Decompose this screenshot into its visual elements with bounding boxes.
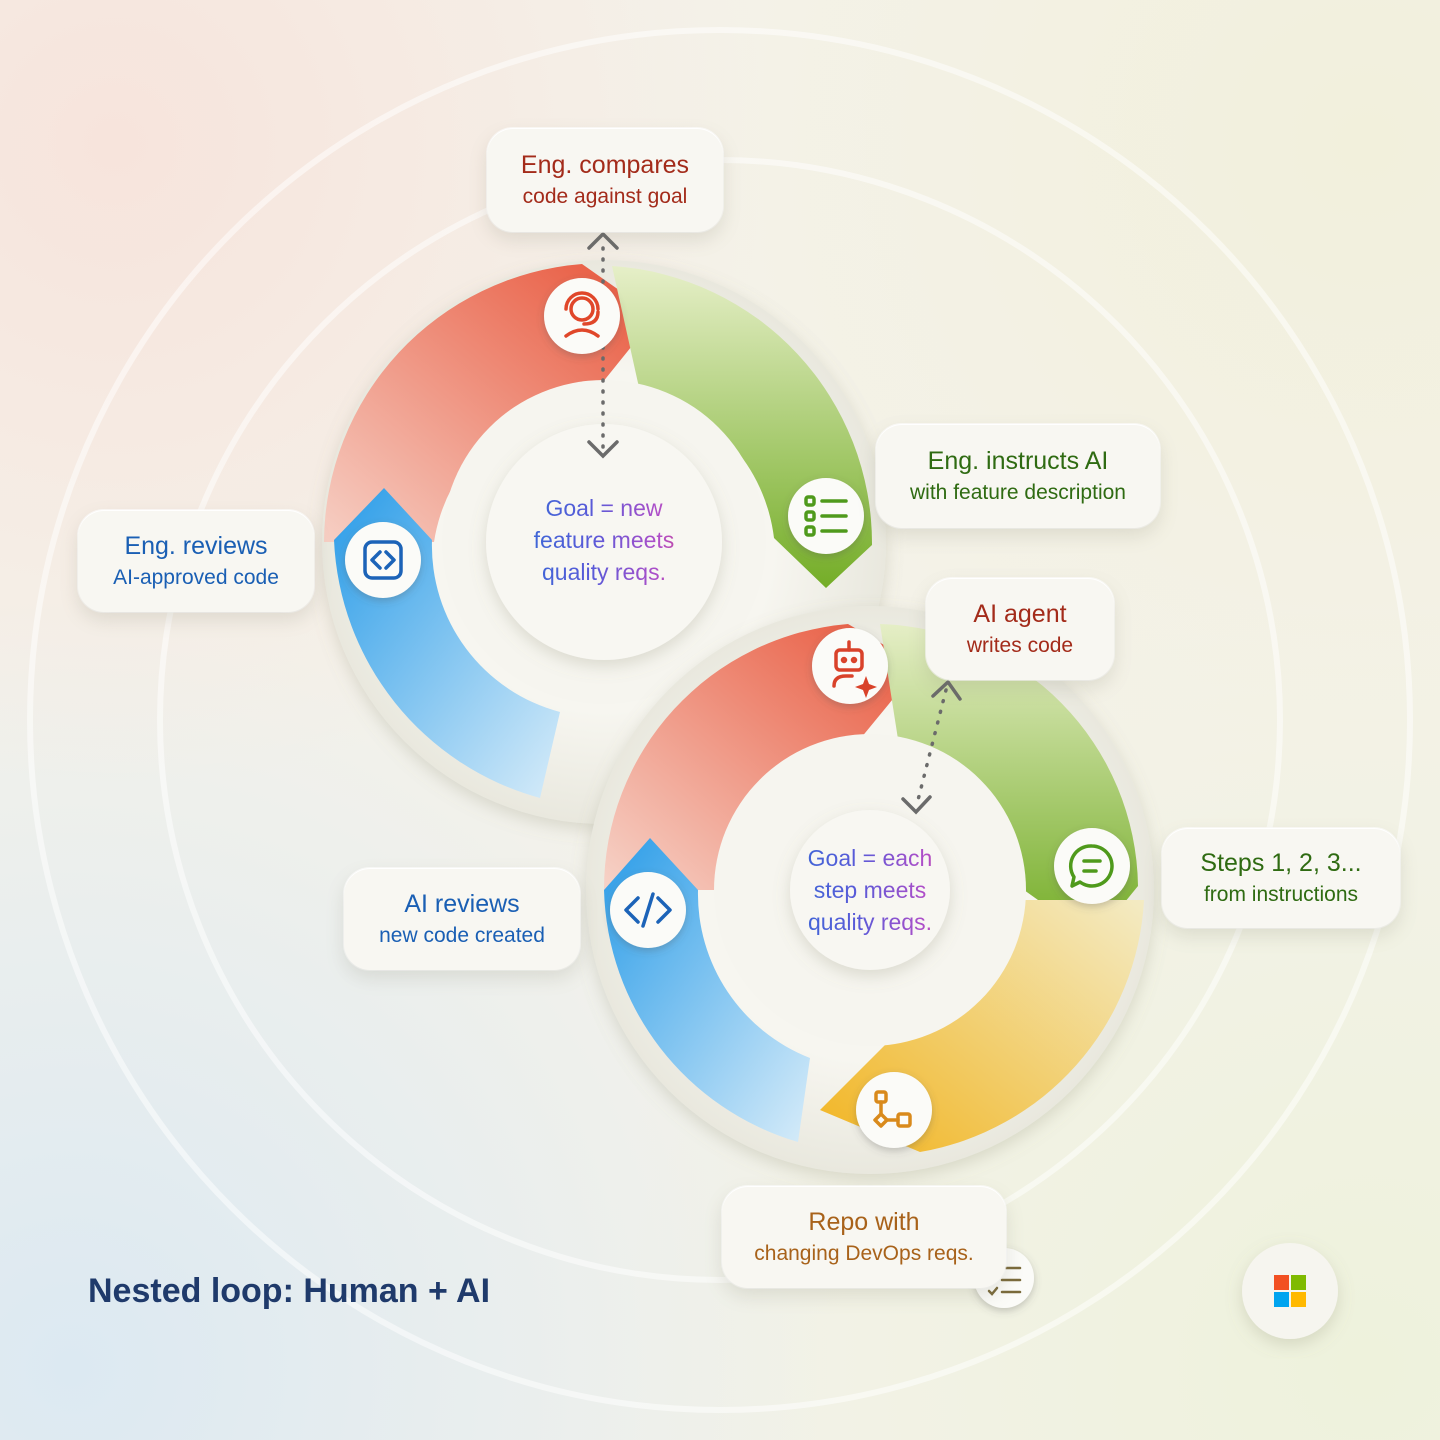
card-repo: Repo with changing DevOps reqs. [722, 1186, 1006, 1288]
inner-goal-line3: quality reqs. [807, 909, 932, 935]
outer-goal-text: Goal = new feature meets quality reqs. [494, 492, 714, 588]
code-box-icon [345, 522, 421, 598]
inner-dotted-arrow [901, 679, 962, 815]
card-ai-reviews: AI reviews new code created [344, 868, 580, 970]
card-eng-reviews: Eng. reviews AI-approved code [78, 510, 314, 612]
card-repo-line2: changing DevOps reqs. [754, 1241, 974, 1265]
outer-goal-line3: quality reqs. [541, 559, 666, 585]
card-steps: Steps 1, 2, 3... from instructions [1162, 828, 1400, 928]
inner-goal-line1: Goal = each [807, 845, 933, 871]
card-ai-reviews-line2: new code created [379, 923, 545, 947]
outer-goal-disc [486, 424, 722, 660]
robot-sparkle-icon [812, 628, 888, 704]
card-eng-reviews-line1: Eng. reviews [124, 531, 268, 560]
card-eng-reviews-line2: AI-approved code [113, 565, 279, 589]
card-ai-reviews-line1: AI reviews [404, 889, 520, 918]
outer-goal-line2: feature meets [533, 527, 675, 553]
inner-goal-disc [790, 810, 950, 970]
headset-person-icon [544, 278, 620, 354]
card-eng-compares-line1: Eng. compares [520, 150, 690, 179]
outer-goal-line1: Goal = new [545, 495, 663, 521]
card-ai-agent-line2: writes code [966, 633, 1074, 657]
code-tag-icon [610, 872, 686, 948]
card-eng-instructs: Eng. instructs AI with feature descripti… [876, 424, 1160, 528]
card-repo-line1: Repo with [808, 1207, 920, 1236]
chat-bubble-icon [1054, 828, 1130, 904]
card-ai-agent: AI agent writes code [926, 578, 1114, 680]
microsoft-logo [1242, 1243, 1338, 1339]
card-steps-line2: from instructions [1203, 882, 1359, 906]
outer-dotted-arrow [587, 231, 619, 459]
card-ai-agent-line1: AI agent [973, 599, 1067, 628]
card-steps-line1: Steps 1, 2, 3... [1200, 848, 1362, 877]
flowchart-icon [856, 1072, 932, 1148]
page-title: Nested loop: Human + AI [88, 1272, 491, 1310]
task-list-icon [788, 478, 864, 554]
card-eng-compares: Eng. compares code against goal [487, 128, 723, 232]
card-eng-instructs-line2: with feature description [910, 480, 1126, 504]
inner-goal-text: Goal = each step meets quality reqs. [760, 842, 980, 938]
card-eng-instructs-line1: Eng. instructs AI [927, 446, 1109, 475]
inner-goal-line2: step meets [813, 877, 927, 903]
card-eng-compares-line2: code against goal [522, 184, 688, 208]
